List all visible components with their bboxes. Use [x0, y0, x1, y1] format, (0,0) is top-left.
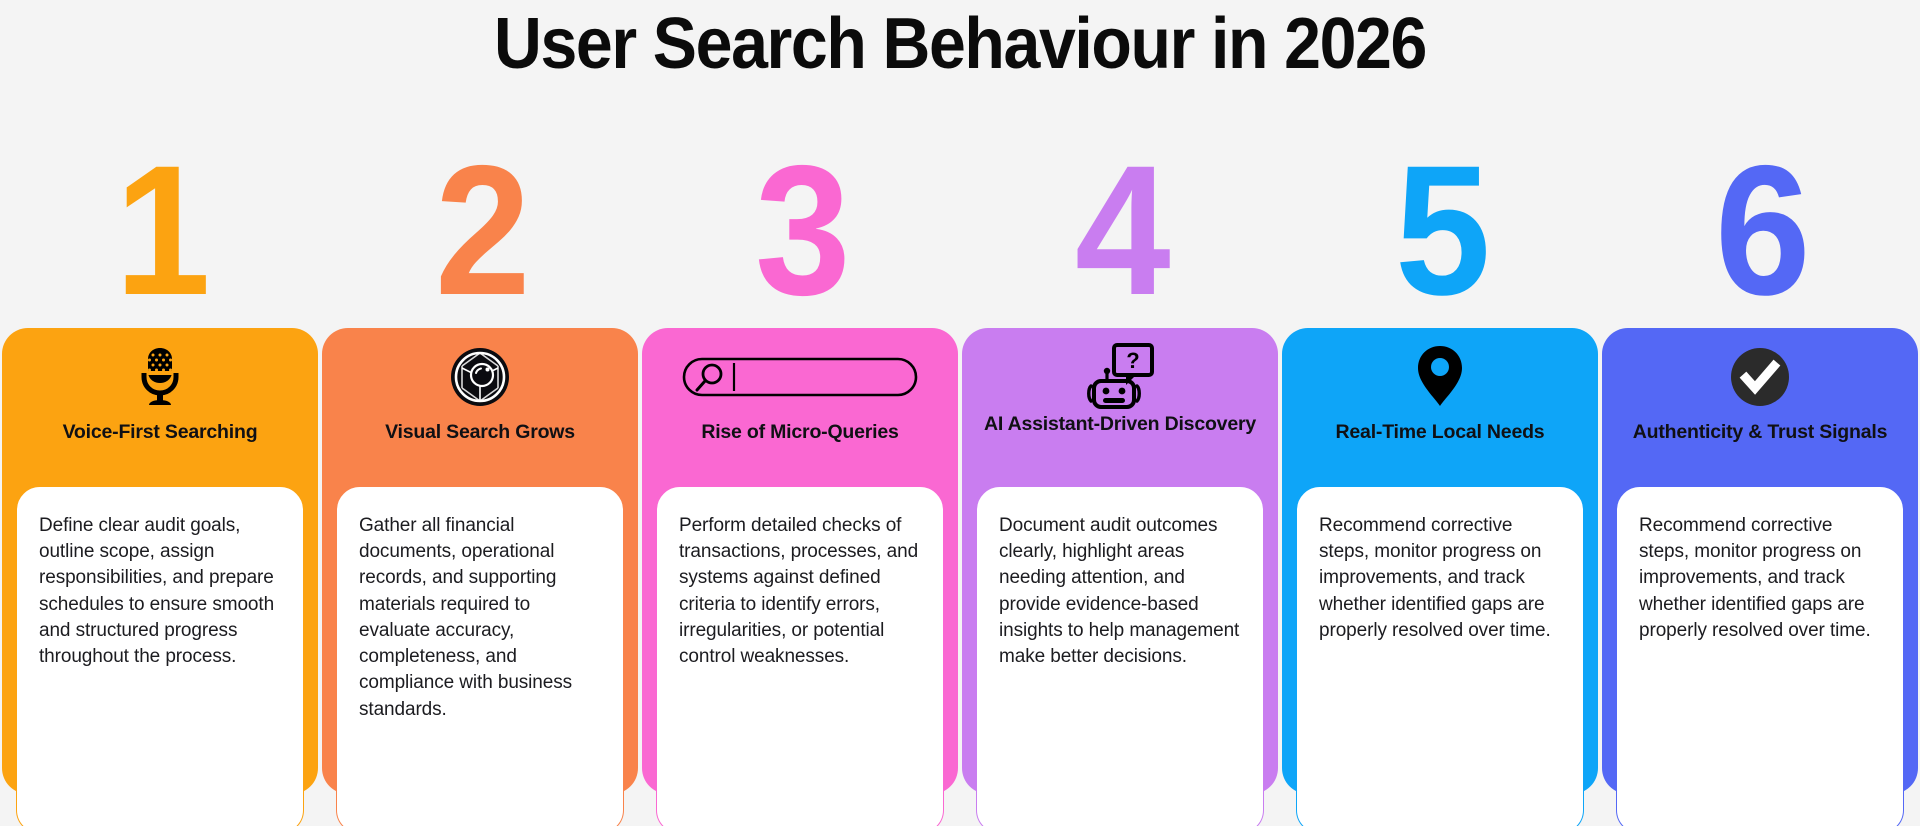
step-number-6: 6	[1714, 128, 1811, 334]
card-column-5: 5 Real-Time Local Needs Recommend correc…	[1280, 139, 1600, 826]
step-number-5: 5	[1394, 128, 1491, 334]
card-body-1: Define clear audit goals, outline scope,…	[16, 486, 304, 826]
step-number-4: 4	[1074, 128, 1171, 334]
camera-aperture-icon	[322, 342, 638, 412]
page-title: User Search Behaviour in 2026	[494, 4, 1427, 84]
card-column-4: 4 ?	[960, 139, 1280, 826]
robot-question-icon: ?	[962, 342, 1278, 412]
card-body-3: Perform detailed checks of transactions,…	[656, 486, 944, 826]
card-title-2: Visual Search Grows	[385, 421, 575, 443]
card-3[interactable]: Rise of Micro-Queries Perform detailed c…	[642, 328, 958, 826]
card-body-text-5: Recommend corrective steps, monitor prog…	[1319, 515, 1551, 641]
card-body-4: Document audit outcomes clearly, highlig…	[976, 486, 1264, 826]
card-column-2: 2 Visual Search Grows Gather all fi	[320, 139, 640, 826]
cards-row: 1	[0, 139, 1920, 826]
card-title-6: Authenticity & Trust Signals	[1632, 421, 1888, 443]
card-body-text-2: Gather all financial documents, operatio…	[359, 515, 573, 720]
card-column-6: 6 Authenticity & Trust Signals Recommend…	[1600, 139, 1920, 826]
card-body-6: Recommend corrective steps, monitor prog…	[1616, 486, 1904, 826]
step-number-3: 3	[754, 128, 851, 334]
card-4[interactable]: ? AI Assistant-Driven Discovery Document…	[962, 328, 1278, 826]
step-number-2: 2	[434, 128, 531, 334]
svg-text:?: ?	[1126, 348, 1139, 373]
location-pin-icon	[1282, 342, 1598, 412]
step-number-1: 1	[114, 128, 211, 334]
card-body-text-6: Recommend corrective steps, monitor prog…	[1639, 515, 1871, 641]
check-circle-icon	[1602, 342, 1918, 412]
microphone-icon	[2, 342, 318, 412]
card-body-2: Gather all financial documents, operatio…	[336, 486, 624, 826]
card-column-3: 3 Rise of Micro-Queries Perform detailed…	[640, 139, 960, 826]
card-body-5: Recommend corrective steps, monitor prog…	[1296, 486, 1584, 826]
card-title-5: Real-Time Local Needs	[1335, 421, 1545, 443]
card-body-text-1: Define clear audit goals, outline scope,…	[39, 515, 275, 668]
card-title-3: Rise of Micro-Queries	[701, 421, 899, 443]
card-5[interactable]: Real-Time Local Needs Recommend correcti…	[1282, 328, 1598, 826]
card-2[interactable]: Visual Search Grows Gather all financial…	[322, 328, 638, 826]
card-title-1: Voice-First Searching	[62, 421, 258, 443]
card-6[interactable]: Authenticity & Trust Signals Recommend c…	[1602, 328, 1918, 826]
card-column-1: 1	[0, 139, 320, 826]
card-1[interactable]: Voice-First Searching Define clear audit…	[2, 328, 318, 826]
card-body-text-4: Document audit outcomes clearly, highlig…	[999, 515, 1240, 668]
search-bar-icon	[642, 342, 958, 412]
card-body-text-3: Perform detailed checks of transactions,…	[679, 515, 919, 668]
card-title-4: AI Assistant-Driven Discovery	[984, 413, 1256, 435]
